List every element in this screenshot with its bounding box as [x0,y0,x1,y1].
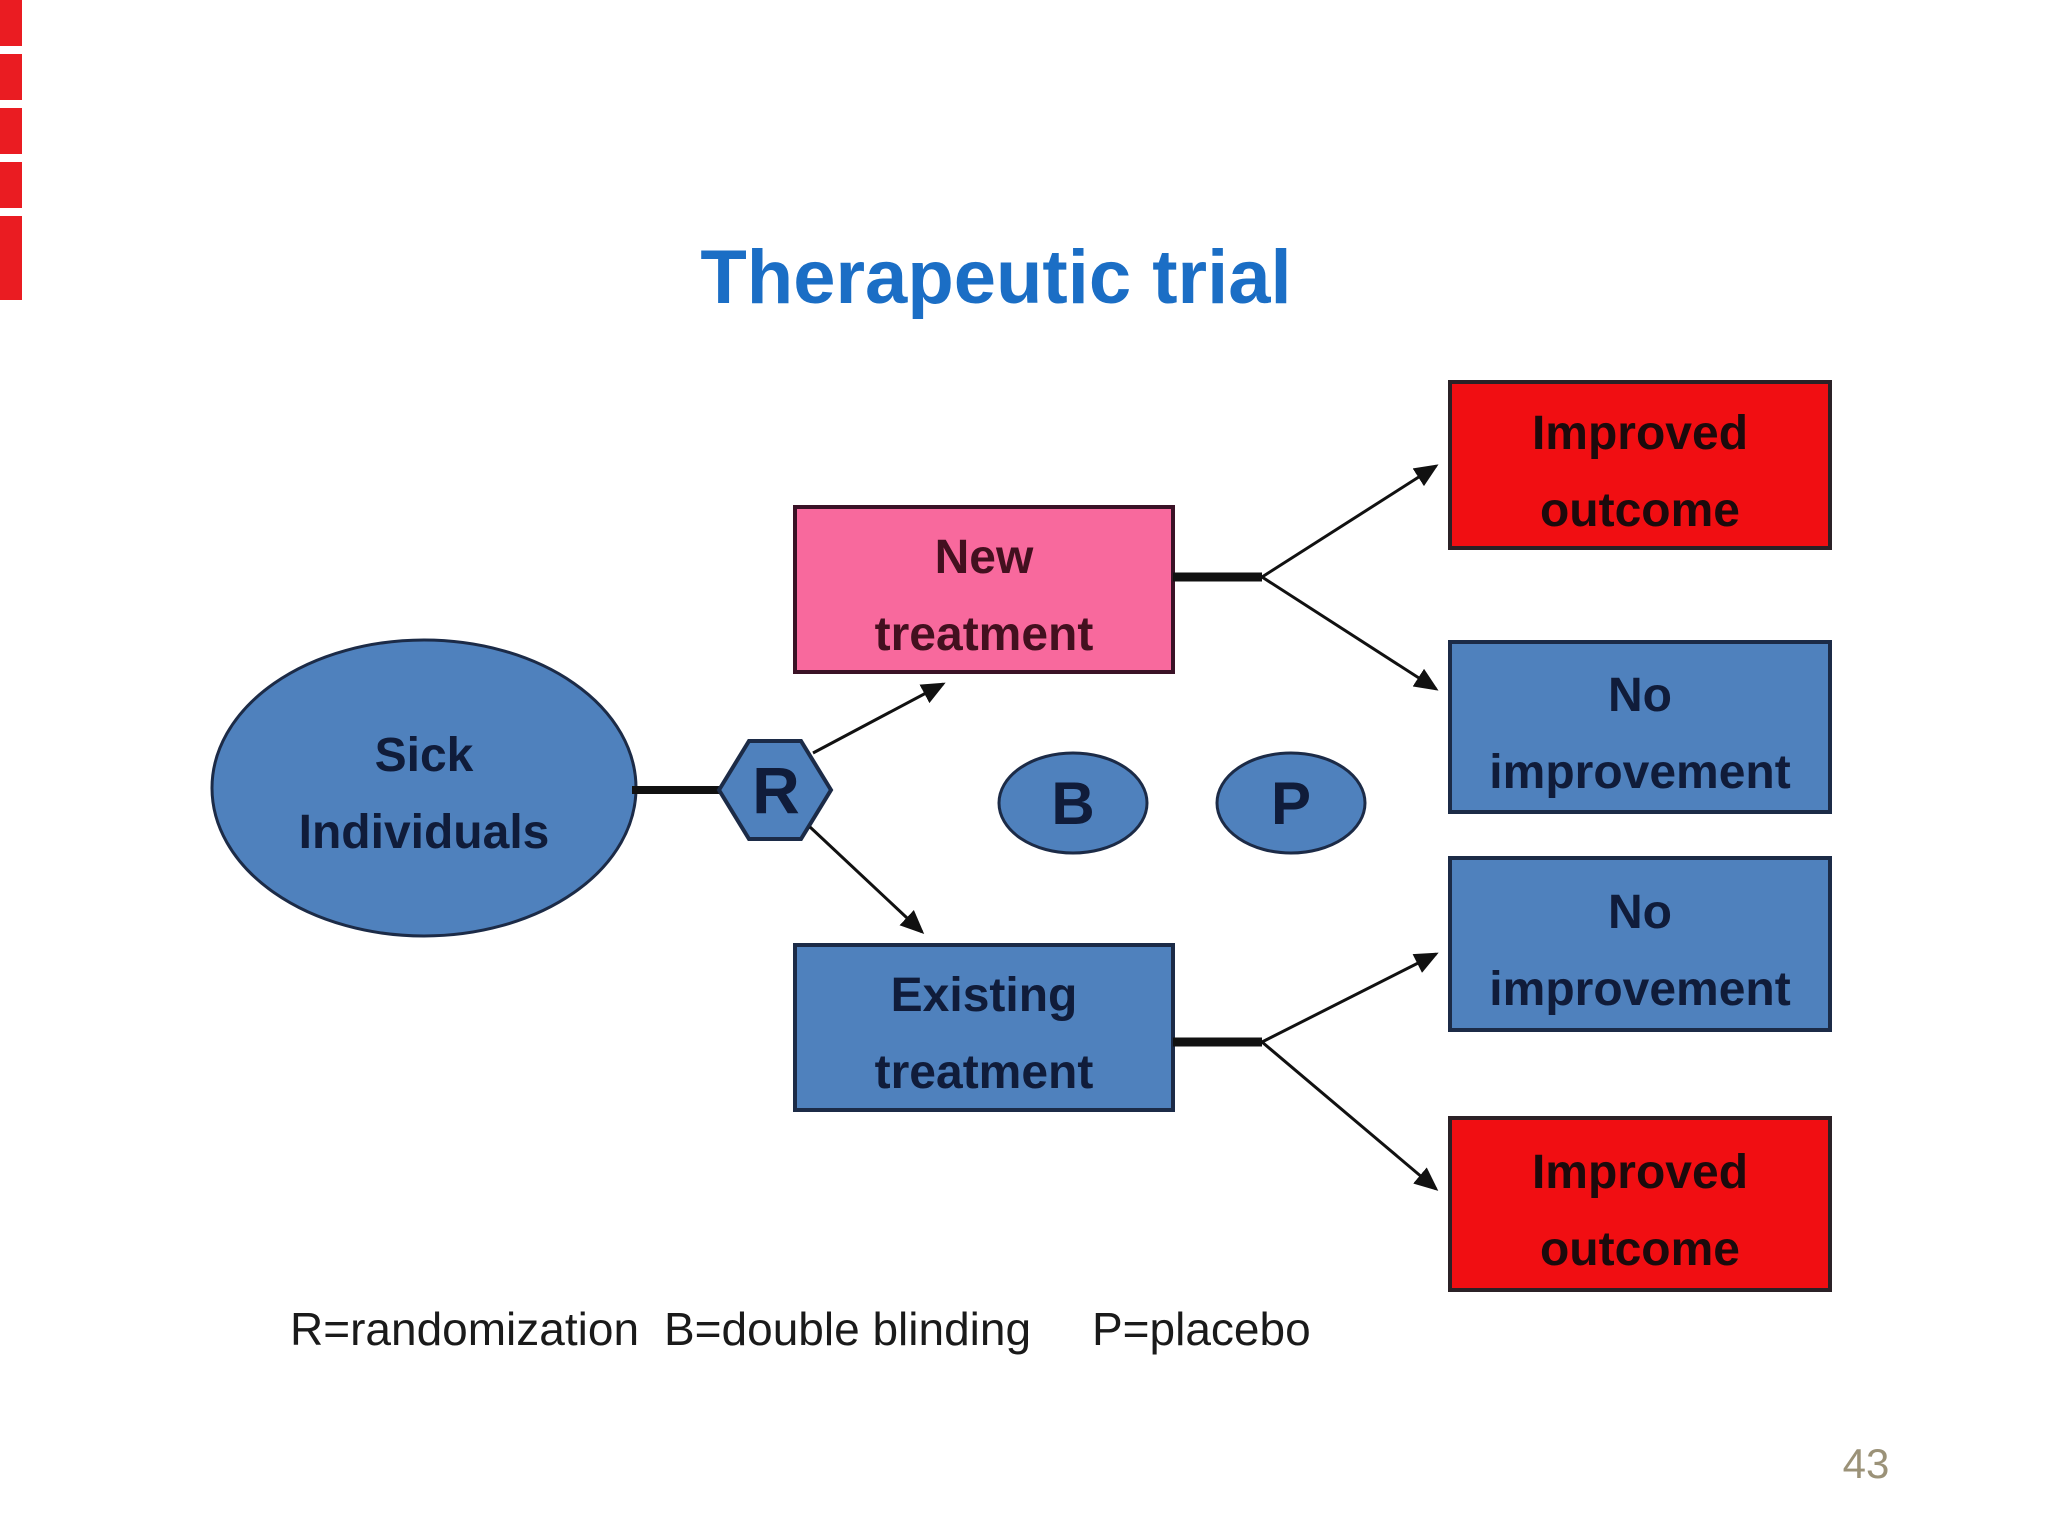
randomization-label: R [752,753,800,827]
outcome-box-no-improvement-upper [1448,640,1832,814]
legend: R=randomization B=double blinding P=plac… [290,1303,1311,1355]
new-treatment-label-line1: New [935,531,1034,584]
legend-placebo: P=placebo [1092,1303,1311,1355]
double-blinding-ellipse [997,751,1149,855]
outcome-no-improvement-upper-line2: improvement [1489,746,1790,799]
page-number: 43 [1843,1440,1890,1487]
placebo-ellipse [1215,751,1367,855]
outcome-no-improvement-lower-line2: improvement [1489,963,1790,1016]
outcome-improved-top-line2: outcome [1540,484,1740,537]
arrow-existing-to-improved-outcome [1261,1040,1439,1191]
slide-edge-markers [0,0,22,300]
sick-individuals-label-line2: Individuals [299,806,550,859]
legend-randomization: R=randomization [290,1303,639,1355]
sick-individuals-ellipse [210,638,638,938]
arrow-new-to-no-improvement [1261,575,1439,691]
placebo-label: P [1271,770,1311,837]
double-blinding-label: B [1051,770,1094,837]
existing-treatment-label-line1: Existing [891,969,1078,1022]
edge-marker [0,108,22,154]
edge-marker [0,216,22,300]
outcome-box-no-improvement-lower [1448,856,1832,1032]
outcome-improved-top-line1: Improved [1532,407,1748,460]
outcome-no-improvement-lower-line1: No [1608,886,1672,939]
existing-treatment-box [793,943,1175,1112]
arrow-new-to-improved-outcome [1261,464,1439,579]
outcome-box-improved-top [1448,380,1832,550]
edge-marker [0,162,22,208]
outcome-improved-bottom-line1: Improved [1532,1146,1748,1199]
new-treatment-box [793,505,1175,674]
edge-marker [0,54,22,100]
outcome-improved-bottom-line2: outcome [1540,1223,1740,1276]
legend-double-blinding: B=double blinding [664,1303,1031,1355]
arrow-existing-to-no-improvement [1261,952,1439,1044]
page-title: Therapeutic trial [700,235,1291,320]
arrow-randomization-to-existing-treatment [808,825,925,935]
randomization-hexagon [716,739,834,841]
outcome-box-improved-bottom [1448,1116,1832,1292]
edge-marker [0,0,22,46]
sick-individuals-label-line1: Sick [375,729,474,782]
new-treatment-label-line2: treatment [875,608,1094,661]
arrow-randomization-to-new-treatment [812,682,946,755]
outcome-no-improvement-upper-line1: No [1608,669,1672,722]
existing-treatment-label-line2: treatment [875,1046,1094,1099]
